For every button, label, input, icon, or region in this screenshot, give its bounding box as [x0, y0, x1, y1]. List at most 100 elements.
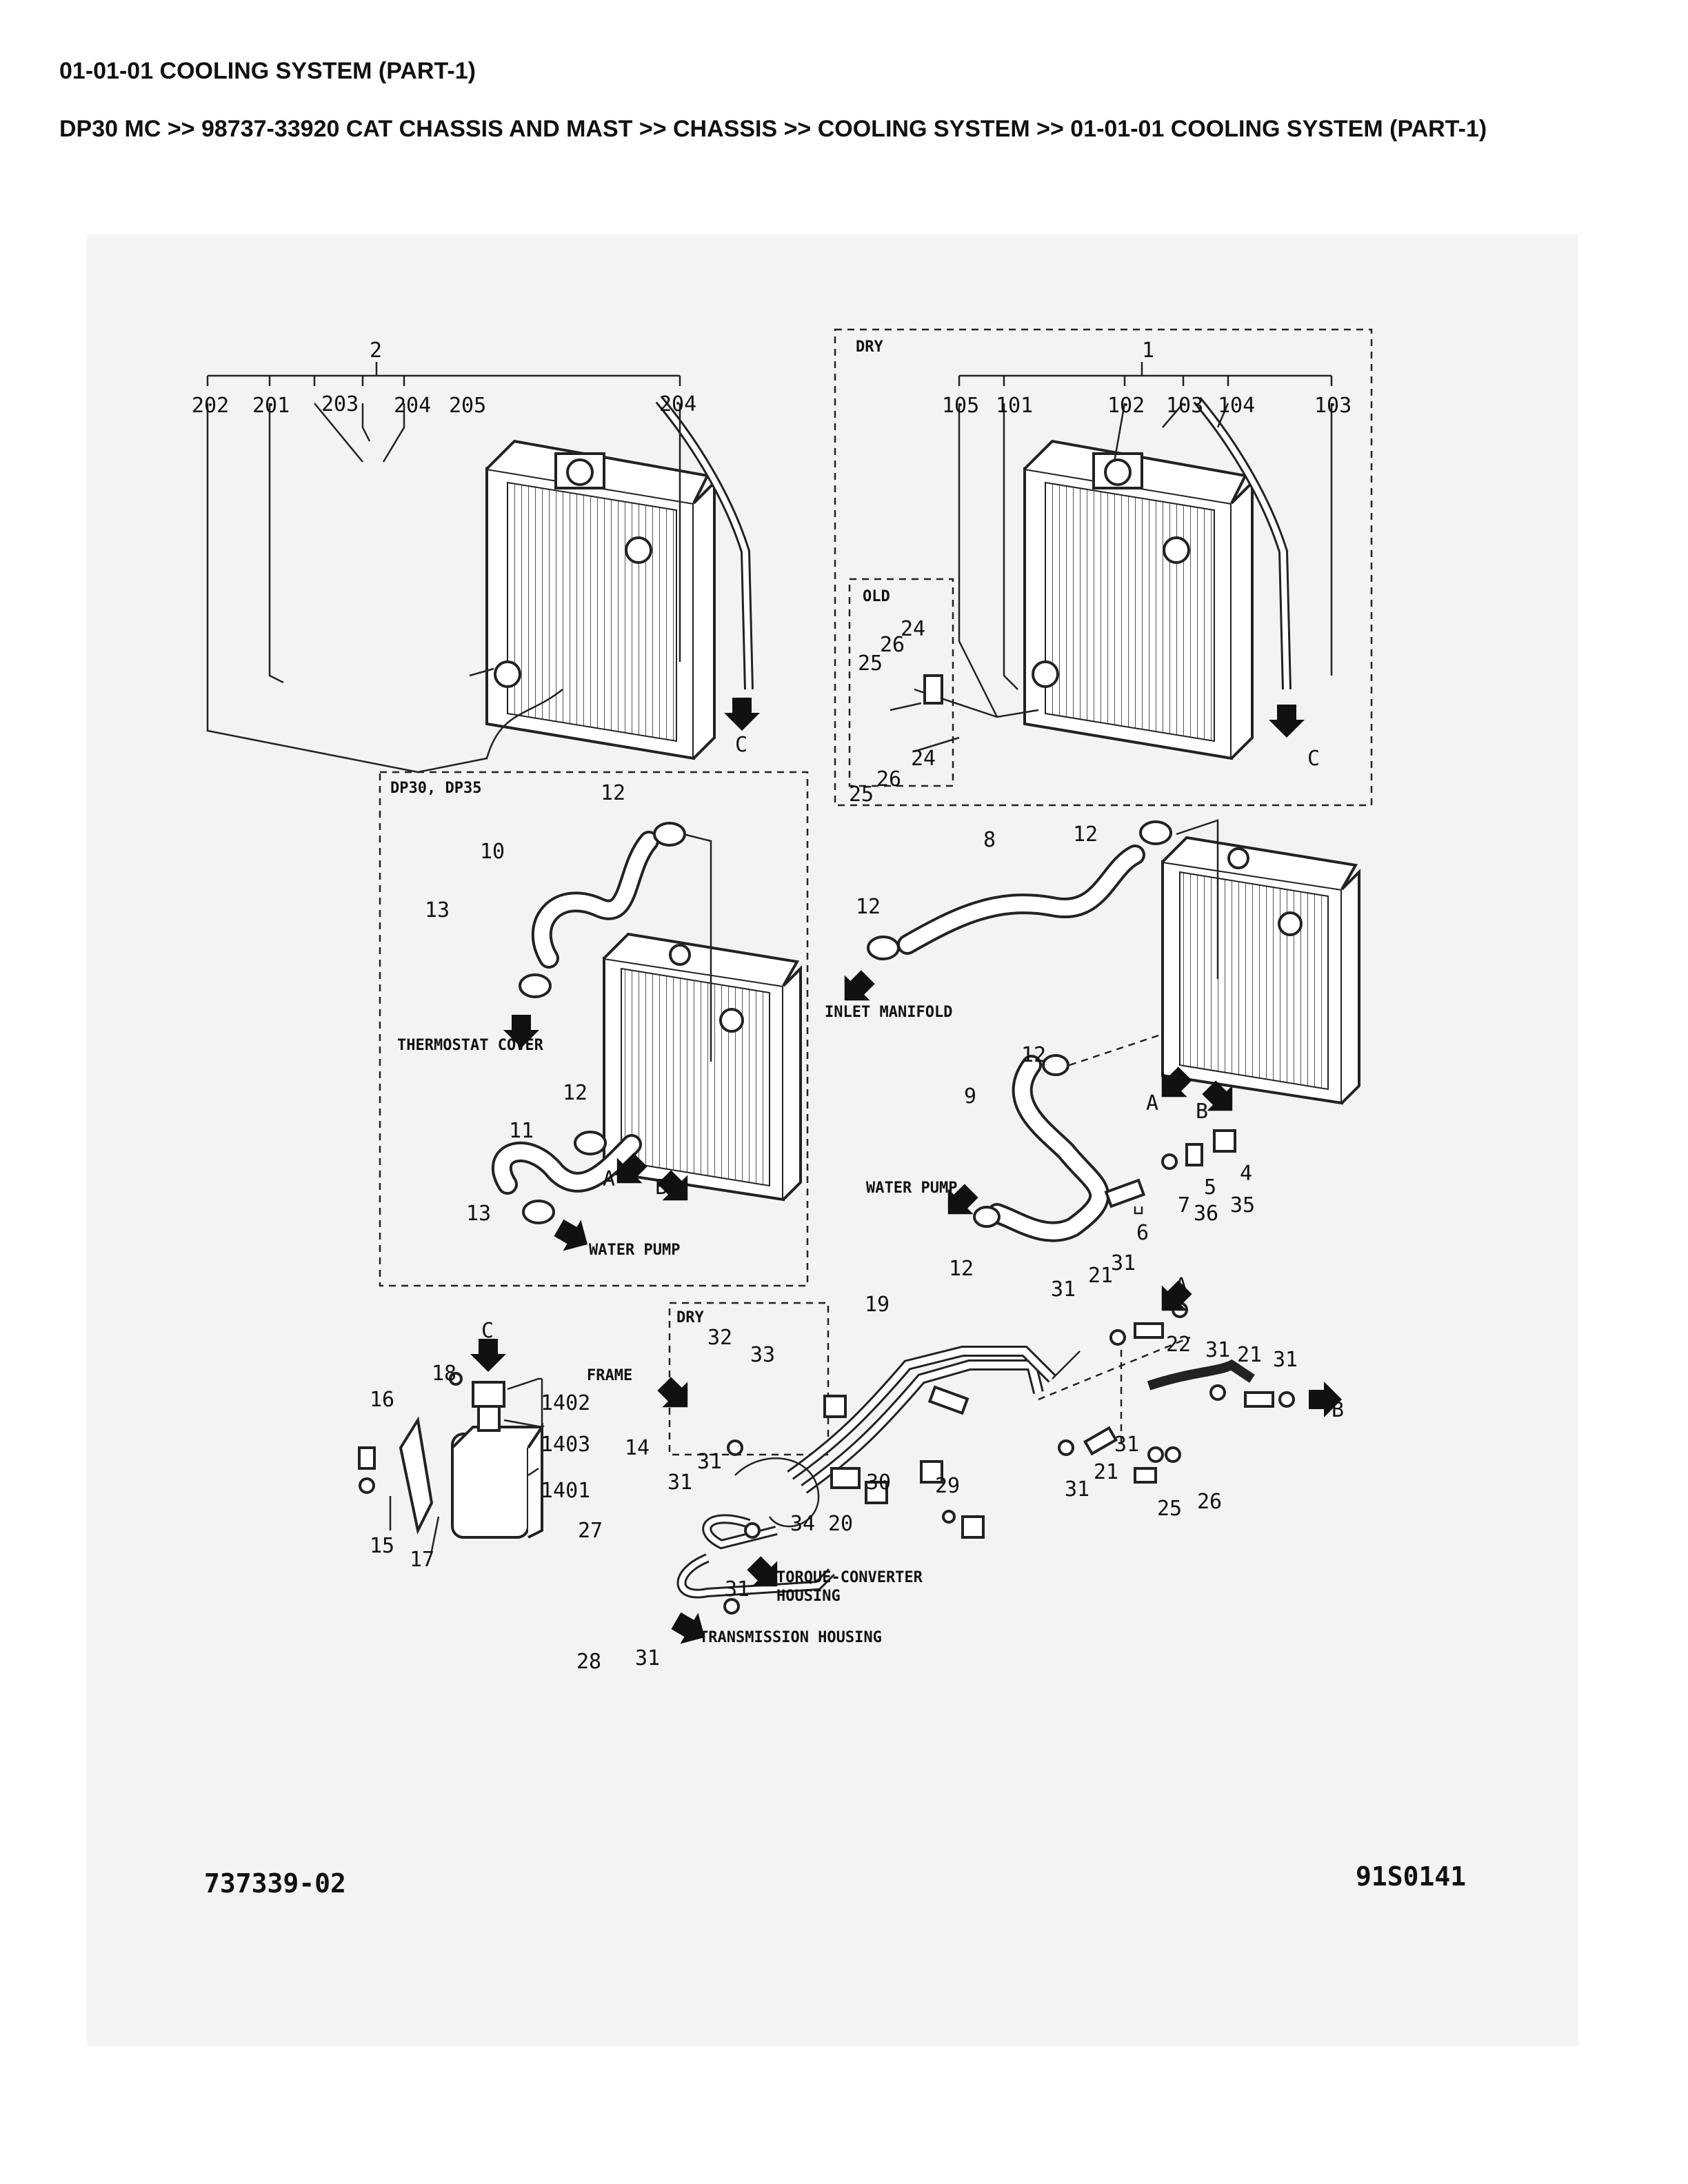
part-label: 10: [480, 840, 505, 864]
part-label: 1402: [541, 1391, 590, 1415]
part-label: 12: [563, 1081, 587, 1105]
radiator-right: [1161, 836, 1360, 1105]
part-label: 8: [983, 828, 996, 852]
water-pump-label-left: WATER PUMP: [589, 1242, 680, 1259]
letter-a-left: A: [603, 1167, 615, 1191]
part-label: 5: [1204, 1175, 1216, 1200]
reservoir-tank: [358, 1372, 545, 1539]
part-label: 31: [667, 1470, 692, 1495]
cooling-system-drawing: DRY OLD DP30, DP35 DRY THERMOSTAT COVER …: [192, 328, 1466, 1899]
part-label: 204: [394, 394, 431, 418]
frame-label: FRAME: [587, 1367, 632, 1384]
part-label: 31: [1051, 1277, 1076, 1302]
drawing-number-left: 737339-02: [204, 1868, 346, 1899]
part-label: 25: [849, 782, 874, 807]
part-label: 6: [1136, 1221, 1149, 1245]
part-label: 12: [1073, 822, 1098, 847]
part-label: 17: [410, 1548, 434, 1572]
dry-label-top: DRY: [856, 338, 883, 356]
part-label: 19: [865, 1293, 890, 1317]
part-label: 36: [1194, 1202, 1218, 1226]
old-box: [848, 578, 954, 787]
part-label: 33: [750, 1343, 775, 1367]
radiator-2: [417, 396, 754, 774]
part-label: 11: [509, 1119, 534, 1143]
part-label: 13: [425, 898, 450, 922]
part-label: 2: [370, 338, 382, 363]
parts-diagram: DRY OLD DP30, DP35 DRY THERMOSTAT COVER …: [87, 234, 1578, 2046]
housing-label: HOUSING: [776, 1588, 841, 1605]
water-pump-label-right: WATER PUMP: [866, 1180, 957, 1197]
letter-a-right: A: [1146, 1091, 1158, 1115]
letter-b-right: B: [1196, 1100, 1208, 1124]
part-label: 35: [1230, 1193, 1255, 1217]
transmission-housing-label: TRANSMISSION HOUSING: [699, 1629, 882, 1646]
inlet-manifold-label: INLET MANIFOLD: [825, 1004, 952, 1021]
dp30-dp35-box: [379, 771, 809, 1287]
part-label: 1: [1142, 338, 1154, 363]
part-label: 25: [1157, 1497, 1182, 1521]
radiator-dp30: [603, 932, 802, 1202]
part-label: 32: [707, 1326, 732, 1350]
drawing-number-right: 91S0141: [1356, 1861, 1466, 1892]
part-label: 31: [1114, 1433, 1139, 1457]
part-label: 1401: [541, 1479, 590, 1503]
part-label: 31: [725, 1577, 750, 1601]
breadcrumb: DP30 MC >> 98737-33920 CAT CHASSIS AND M…: [59, 116, 1487, 142]
part-label: 103: [1166, 394, 1203, 418]
part-label: 203: [321, 392, 359, 416]
part-label: 31: [635, 1646, 660, 1670]
part-label: 26: [876, 767, 901, 791]
part-label: 31: [697, 1450, 722, 1474]
part-label: 9: [964, 1084, 976, 1109]
part-label: 24: [901, 617, 925, 641]
letter-b-lower: B: [1332, 1398, 1344, 1422]
thermostat-cover-label: THERMOSTAT COVER: [397, 1037, 544, 1054]
part-label: 15: [370, 1534, 394, 1558]
part-label: 31: [1065, 1477, 1089, 1502]
part-label: 16: [370, 1388, 394, 1412]
part-label: 27: [578, 1519, 603, 1543]
part-label: 18: [432, 1362, 456, 1386]
letter-b-left: B: [655, 1175, 667, 1200]
part-label: 21: [1088, 1264, 1113, 1288]
page-title: 01-01-01 COOLING SYSTEM (PART-1): [59, 58, 476, 84]
part-label: 26: [1197, 1490, 1222, 1514]
part-label: 101: [996, 394, 1033, 418]
part-label: 105: [942, 394, 979, 418]
part-label: 30: [866, 1470, 891, 1495]
part-label: 202: [192, 394, 229, 418]
part-label: 29: [935, 1474, 960, 1498]
part-label: 20: [828, 1512, 853, 1536]
part-label: 21: [1237, 1343, 1262, 1367]
part-label: 31: [1273, 1348, 1298, 1372]
part-label: 13: [466, 1202, 491, 1226]
dry-box-top: [834, 328, 1373, 807]
part-label: 104: [1218, 394, 1255, 418]
letter-c-right: C: [1307, 747, 1320, 771]
old-label: OLD: [863, 588, 890, 605]
part-label: 26: [880, 633, 905, 657]
part-label: 103: [1314, 394, 1352, 418]
letter-c-tank: C: [481, 1319, 494, 1343]
letter-a-lower: A: [1175, 1274, 1187, 1298]
torque-converter-label: TORQUE-CONVERTER: [776, 1569, 923, 1586]
part-label: 12: [949, 1257, 974, 1281]
part-label: 1403: [541, 1433, 590, 1457]
part-label: 201: [252, 394, 290, 418]
part-label: 31: [1205, 1338, 1230, 1362]
dp30-dp35-label: DP30, DP35: [390, 780, 481, 797]
part-label: 24: [911, 747, 936, 771]
dry-label-bottom: DRY: [676, 1309, 704, 1326]
part-label: 204: [659, 392, 696, 416]
radiator-1: [1023, 396, 1292, 760]
part-label: 4: [1240, 1162, 1252, 1186]
part-label: 22: [1166, 1333, 1191, 1357]
dry-box-bottom: [668, 1302, 830, 1456]
part-label: 102: [1107, 394, 1145, 418]
part-label: 12: [601, 781, 625, 805]
part-label: 21: [1094, 1460, 1118, 1484]
part-label: 34: [790, 1512, 815, 1536]
part-label: 12: [856, 895, 881, 919]
part-label: 205: [449, 394, 486, 418]
